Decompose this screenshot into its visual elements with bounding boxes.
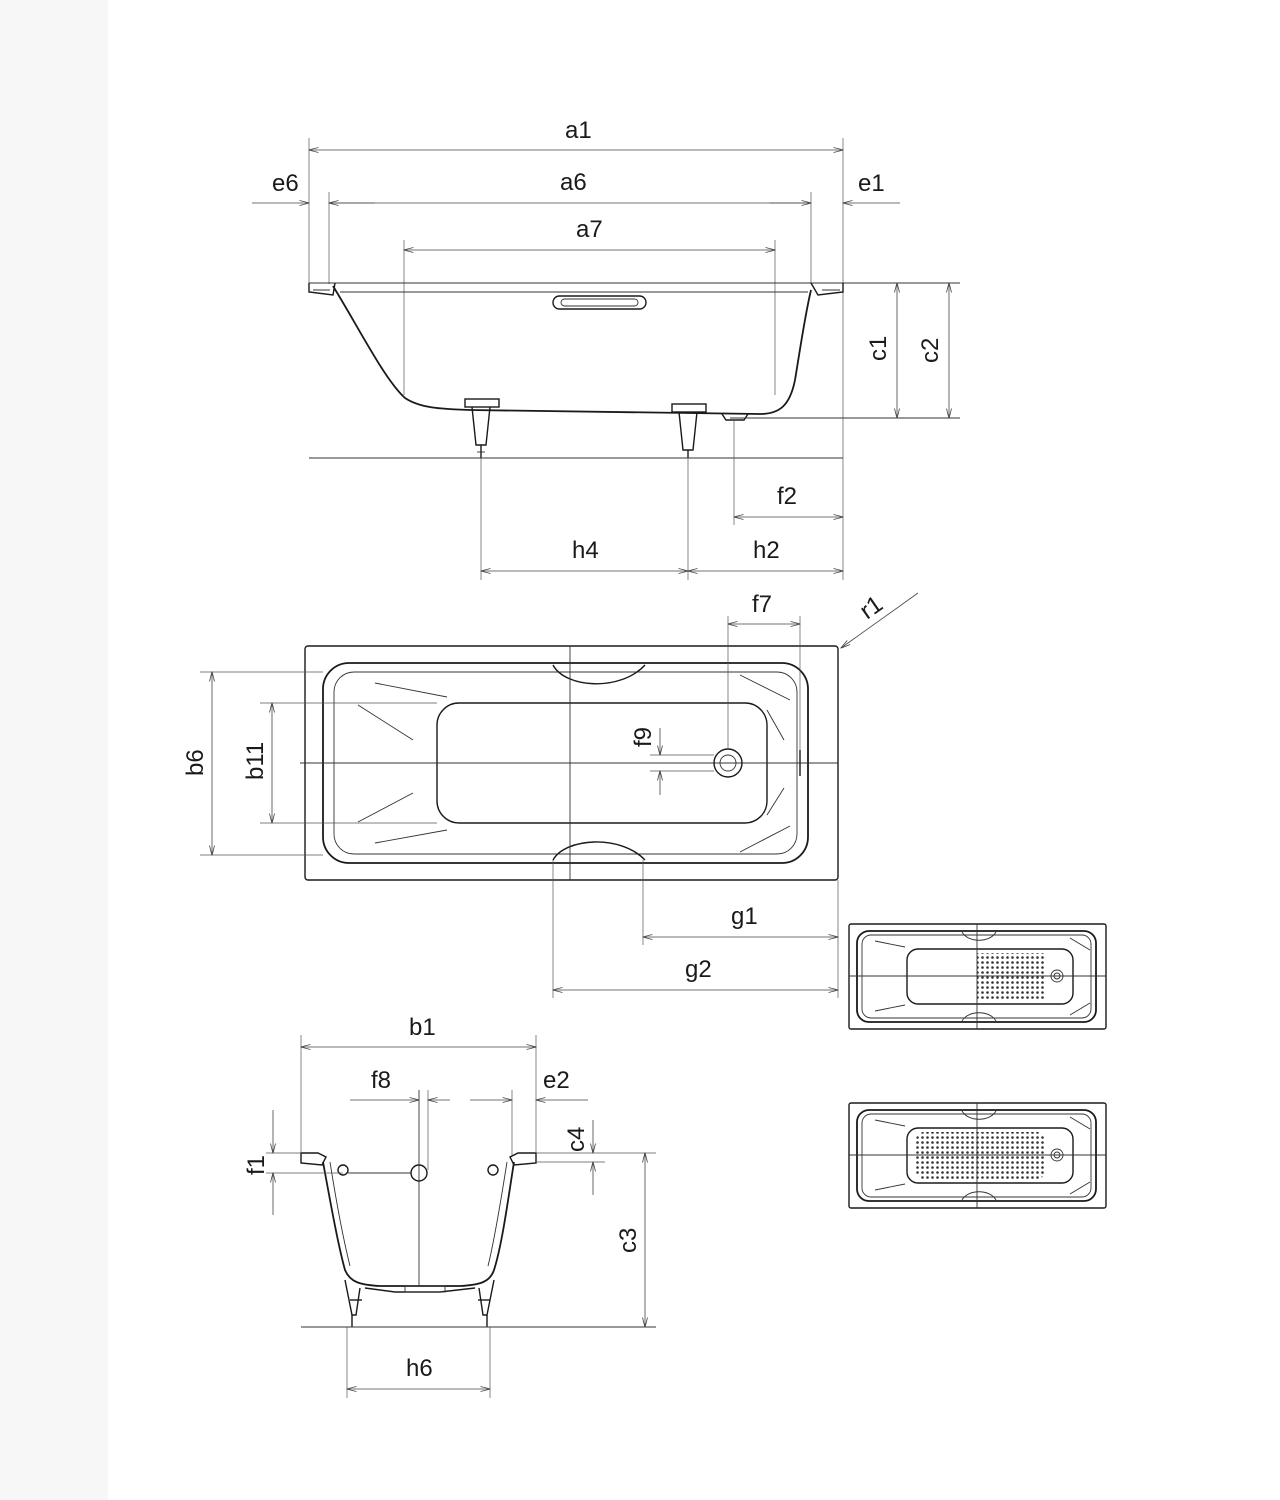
top-view: b6 b11 f7 r1 f9 g1 g2 [182, 591, 919, 998]
dim-label-f1: f1 [243, 1155, 270, 1175]
dim-label-r1: r1 [855, 591, 888, 625]
dim-label-f9: f9 [630, 727, 657, 747]
dim-label-e6: e6 [272, 170, 299, 197]
dim-label-b1: b1 [409, 1014, 436, 1041]
dim-label-c1: c1 [865, 336, 892, 361]
dim-label-g2: g2 [685, 956, 712, 983]
front-view: b1 f8 e2 c4 f1 c3 h6 [243, 1014, 656, 1398]
dim-label-c3: c3 [615, 1228, 642, 1253]
side-view: a1 a6 e6 e1 a7 c1 c2 f2 h4 h2 [252, 117, 960, 580]
dim-label-e2: e2 [543, 1067, 570, 1094]
dim-label-a1: a1 [565, 117, 592, 144]
dim-label-f2: f2 [777, 483, 797, 510]
foot-left [464, 398, 500, 458]
anti-slip-mat-full [916, 1132, 1045, 1179]
anti-slip-mat-half [977, 953, 1045, 1000]
dim-label-b6: b6 [182, 749, 209, 776]
dim-label-e1: e1 [858, 170, 885, 197]
dim-label-f8: f8 [371, 1067, 391, 1094]
foot-right [671, 403, 707, 458]
dim-label-a7: a7 [576, 216, 603, 243]
dim-label-b11: b11 [242, 742, 269, 780]
dim-label-h6: h6 [406, 1355, 433, 1382]
dim-label-h2: h2 [753, 537, 780, 564]
dim-label-h4: h4 [572, 537, 599, 564]
dim-label-c2: c2 [917, 338, 944, 363]
dim-label-f7: f7 [752, 591, 772, 618]
dim-label-c4: c4 [563, 1127, 590, 1152]
variant-view-full-mat [848, 1102, 1107, 1209]
variant-view-small-mat [848, 923, 1107, 1030]
dim-label-g1: g1 [731, 903, 758, 930]
dim-label-a6: a6 [560, 169, 587, 196]
